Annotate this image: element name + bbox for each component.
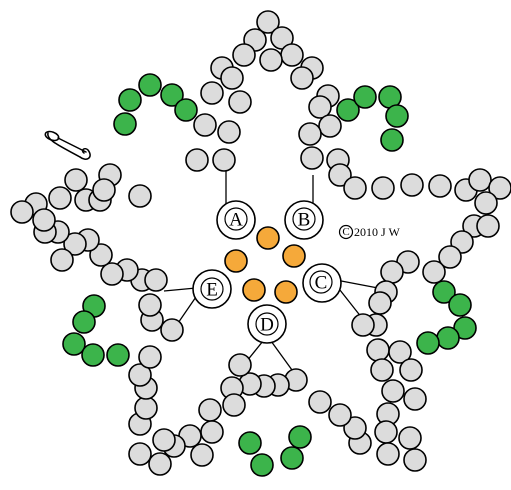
copyright-symbol: C <box>342 226 349 238</box>
grey-bead <box>233 44 255 66</box>
green-bead <box>289 426 311 448</box>
grey-bead <box>149 453 171 475</box>
grey-bead <box>201 421 223 443</box>
grey-bead <box>372 177 394 199</box>
grey-bead <box>352 314 374 336</box>
grey-bead <box>229 91 251 113</box>
green-bead <box>251 454 273 476</box>
orange-bead <box>275 281 297 303</box>
green-bead <box>114 113 136 135</box>
green-bead <box>139 74 161 96</box>
grey-bead <box>477 215 499 237</box>
grey-bead <box>221 67 243 89</box>
grey-bead <box>377 443 399 465</box>
ring-b-label: B <box>298 210 311 231</box>
grey-bead <box>344 177 366 199</box>
grey-bead <box>371 359 393 381</box>
grey-bead <box>65 169 87 191</box>
grey-bead <box>291 67 313 89</box>
green-bead <box>437 327 459 349</box>
grey-bead <box>367 339 389 361</box>
ring-d: D <box>248 305 286 343</box>
grey-bead <box>129 443 151 465</box>
ring-e-label: E <box>206 280 218 301</box>
grey-bead <box>139 346 161 368</box>
copyright-credit: C 2010 J W <box>340 225 401 239</box>
bead-layer <box>11 11 511 476</box>
grey-bead <box>145 269 167 291</box>
grey-bead <box>201 82 223 104</box>
grey-bead <box>281 44 303 66</box>
grey-bead <box>375 421 397 443</box>
green-bead <box>73 311 95 333</box>
grey-bead <box>329 404 351 426</box>
grey-bead <box>429 175 451 197</box>
grey-bead <box>469 169 491 191</box>
grey-bead <box>139 294 161 316</box>
orange-bead <box>225 250 247 272</box>
green-bead <box>449 294 471 316</box>
green-bead <box>354 86 376 108</box>
grey-bead <box>33 209 55 231</box>
grey-bead <box>161 319 183 341</box>
credit-text: 2010 J W <box>354 225 400 239</box>
green-bead <box>239 432 261 454</box>
orange-bead <box>257 227 279 249</box>
green-bead <box>119 89 141 111</box>
grey-bead <box>223 394 245 416</box>
green-bead <box>386 105 408 127</box>
grey-bead <box>129 185 151 207</box>
grey-bead <box>309 391 331 413</box>
grey-bead <box>301 147 323 169</box>
grey-bead <box>399 427 421 449</box>
grey-bead <box>423 261 445 283</box>
ring-c: C <box>303 264 341 302</box>
green-bead <box>417 332 439 354</box>
grey-bead <box>135 397 157 419</box>
orange-bead <box>283 245 305 267</box>
ring-a: A <box>217 201 255 239</box>
ring-e: E <box>193 270 231 308</box>
grey-bead <box>382 380 404 402</box>
grey-bead <box>369 292 391 314</box>
ring-a-label: A <box>229 210 243 231</box>
grey-bead <box>381 261 403 283</box>
grey-bead <box>299 123 321 145</box>
green-bead <box>281 447 303 469</box>
grey-bead <box>191 444 213 466</box>
orange-bead <box>243 279 265 301</box>
grey-bead <box>401 174 423 196</box>
green-bead <box>175 99 197 121</box>
grey-bead <box>49 187 71 209</box>
grey-bead <box>319 115 341 137</box>
safety-pin-icon <box>44 130 90 159</box>
grey-bead <box>260 49 282 71</box>
grey-bead <box>199 399 221 421</box>
grey-bead <box>400 359 422 381</box>
ring-d-label: D <box>260 315 274 336</box>
grey-bead <box>213 149 235 171</box>
ring-c-label: C <box>315 273 328 294</box>
green-bead <box>107 344 129 366</box>
grey-bead <box>186 149 208 171</box>
green-bead <box>381 129 403 151</box>
green-bead <box>82 344 104 366</box>
grey-bead <box>404 388 426 410</box>
grey-bead <box>153 429 175 451</box>
grey-bead <box>93 179 115 201</box>
grey-bead <box>218 121 240 143</box>
grey-bead <box>404 449 426 471</box>
grey-bead <box>194 114 216 136</box>
grey-bead <box>475 192 497 214</box>
ring-b: B <box>285 201 323 239</box>
grey-bead <box>51 249 73 271</box>
grey-bead <box>229 354 251 376</box>
grey-bead <box>11 201 33 223</box>
